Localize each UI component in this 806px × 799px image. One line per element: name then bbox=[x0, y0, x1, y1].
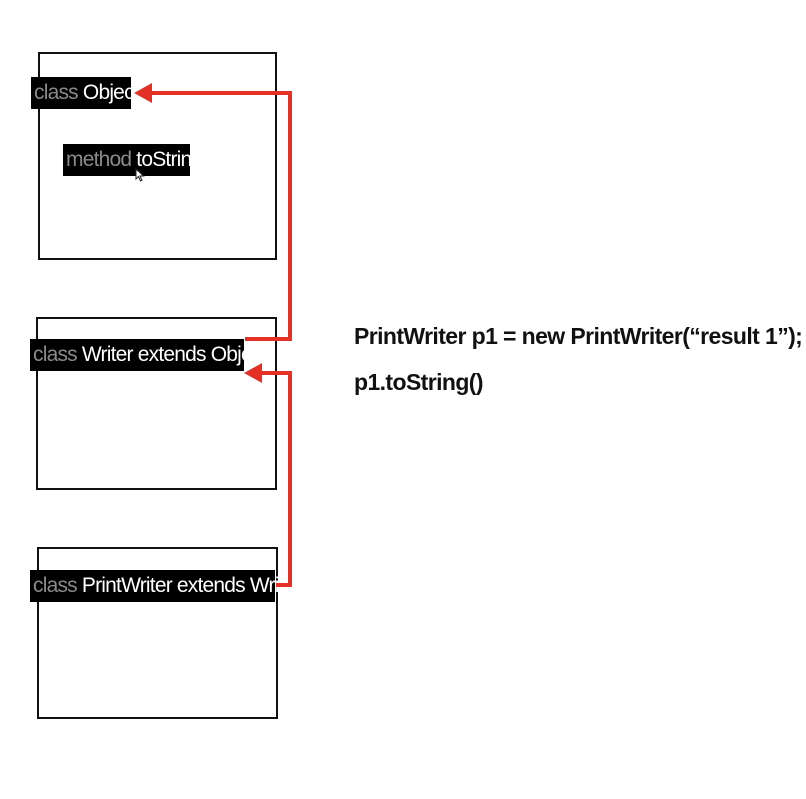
writer-arrowhead-icon bbox=[244, 363, 262, 383]
writer-class-keyword: class bbox=[33, 343, 78, 366]
printwriter-class-name: PrintWriter extends Writer bbox=[81, 574, 302, 597]
object-class-label: class Object bbox=[31, 77, 140, 109]
mouse-cursor-icon bbox=[135, 168, 145, 182]
printwriter-class-keyword: class bbox=[33, 574, 78, 597]
object-class-name: Object bbox=[82, 81, 140, 104]
code-line-2: p1.toString() bbox=[354, 369, 484, 395]
method-name: toString bbox=[136, 148, 203, 171]
writer-class-name: Writer extends Object bbox=[81, 343, 268, 366]
writer-to-object-arrow-line bbox=[150, 91, 292, 341]
object-arrowhead-icon bbox=[134, 83, 152, 103]
method-keyword: method bbox=[66, 148, 132, 171]
printwriter-to-writer-arrow-line bbox=[258, 371, 292, 587]
printwriter-class-label: class PrintWriter extends Writer bbox=[30, 570, 302, 602]
code-line-1: PrintWriter p1 = new PrintWriter(“result… bbox=[354, 323, 803, 349]
object-class-keyword: class bbox=[34, 81, 79, 104]
writer-class-label: class Writer extends Object bbox=[30, 339, 267, 371]
tostring-method-label: method toString bbox=[63, 144, 203, 176]
